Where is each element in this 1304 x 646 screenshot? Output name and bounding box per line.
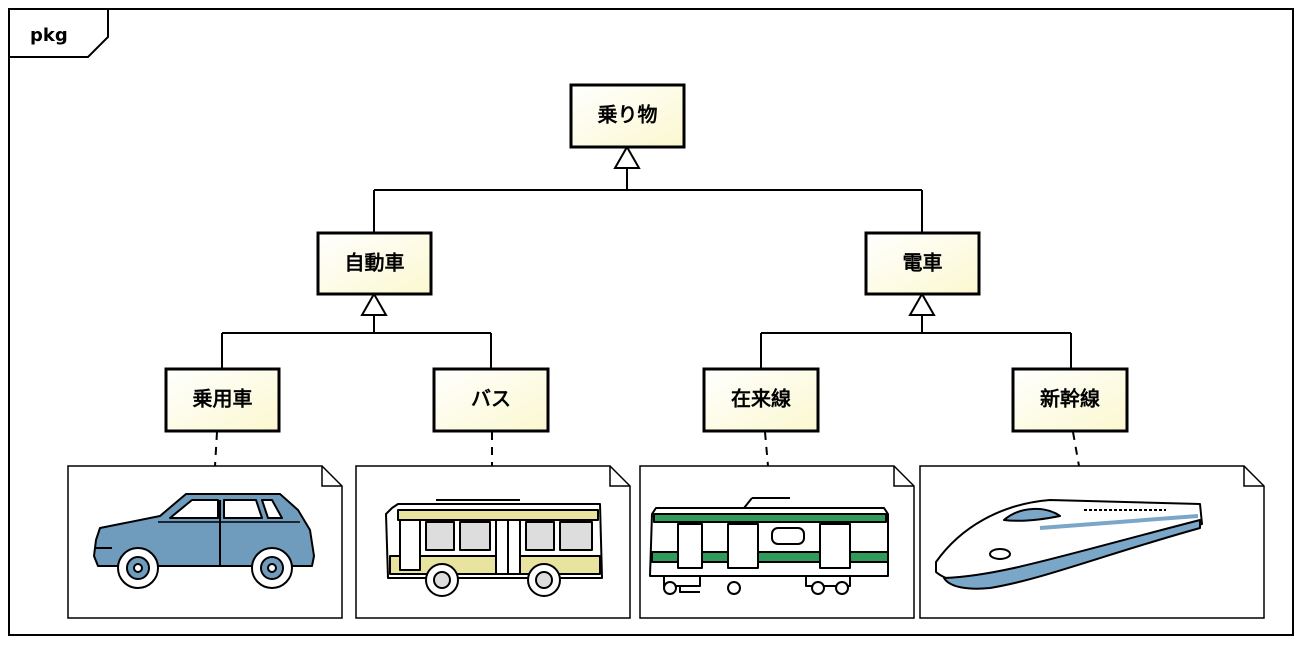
connector-automobile bbox=[221, 315, 492, 369]
class-automobile[interactable]: 自動車 bbox=[316, 231, 433, 296]
bus-illustration bbox=[385, 499, 603, 597]
arrowhead-vehicle bbox=[613, 144, 641, 169]
note-passenger-car[interactable] bbox=[67, 465, 343, 619]
class-passenger-car[interactable]: 乗用車 bbox=[164, 367, 281, 433]
class-train[interactable]: 電車 bbox=[864, 231, 981, 296]
class-bus[interactable]: バス bbox=[432, 367, 550, 433]
class-bus-label: バス bbox=[471, 387, 511, 411]
class-shinkansen[interactable]: 新幹線 bbox=[1011, 367, 1129, 433]
note-shinkansen[interactable] bbox=[919, 465, 1265, 619]
class-conventional-line-label: 在来線 bbox=[731, 387, 791, 411]
train-illustration bbox=[649, 497, 889, 595]
class-vehicle-label: 乗り物 bbox=[598, 103, 658, 127]
class-automobile-label: 自動車 bbox=[345, 251, 405, 275]
generalization-connectors bbox=[221, 168, 1072, 369]
class-train-label: 電車 bbox=[903, 251, 943, 275]
arrowhead-train bbox=[908, 291, 936, 316]
note-anchors bbox=[214, 431, 1080, 467]
class-conventional-line[interactable]: 在来線 bbox=[702, 367, 820, 433]
connector-train bbox=[760, 315, 1072, 369]
connector-vehicle bbox=[373, 168, 923, 233]
class-passenger-car-label: 乗用車 bbox=[193, 387, 253, 411]
note-conventional-train[interactable] bbox=[639, 465, 915, 619]
generalization-arrowheads bbox=[360, 144, 936, 316]
shinkansen-illustration bbox=[935, 499, 1203, 590]
arrowhead-automobile bbox=[360, 291, 388, 316]
class-vehicle[interactable]: 乗り物 bbox=[569, 83, 686, 149]
package-frame: pkg bbox=[8, 8, 1294, 636]
note-bus[interactable] bbox=[355, 465, 631, 619]
package-frame-label: pkg bbox=[30, 25, 68, 46]
car-illustration bbox=[93, 493, 315, 589]
class-shinkansen-label: 新幹線 bbox=[1040, 387, 1100, 411]
